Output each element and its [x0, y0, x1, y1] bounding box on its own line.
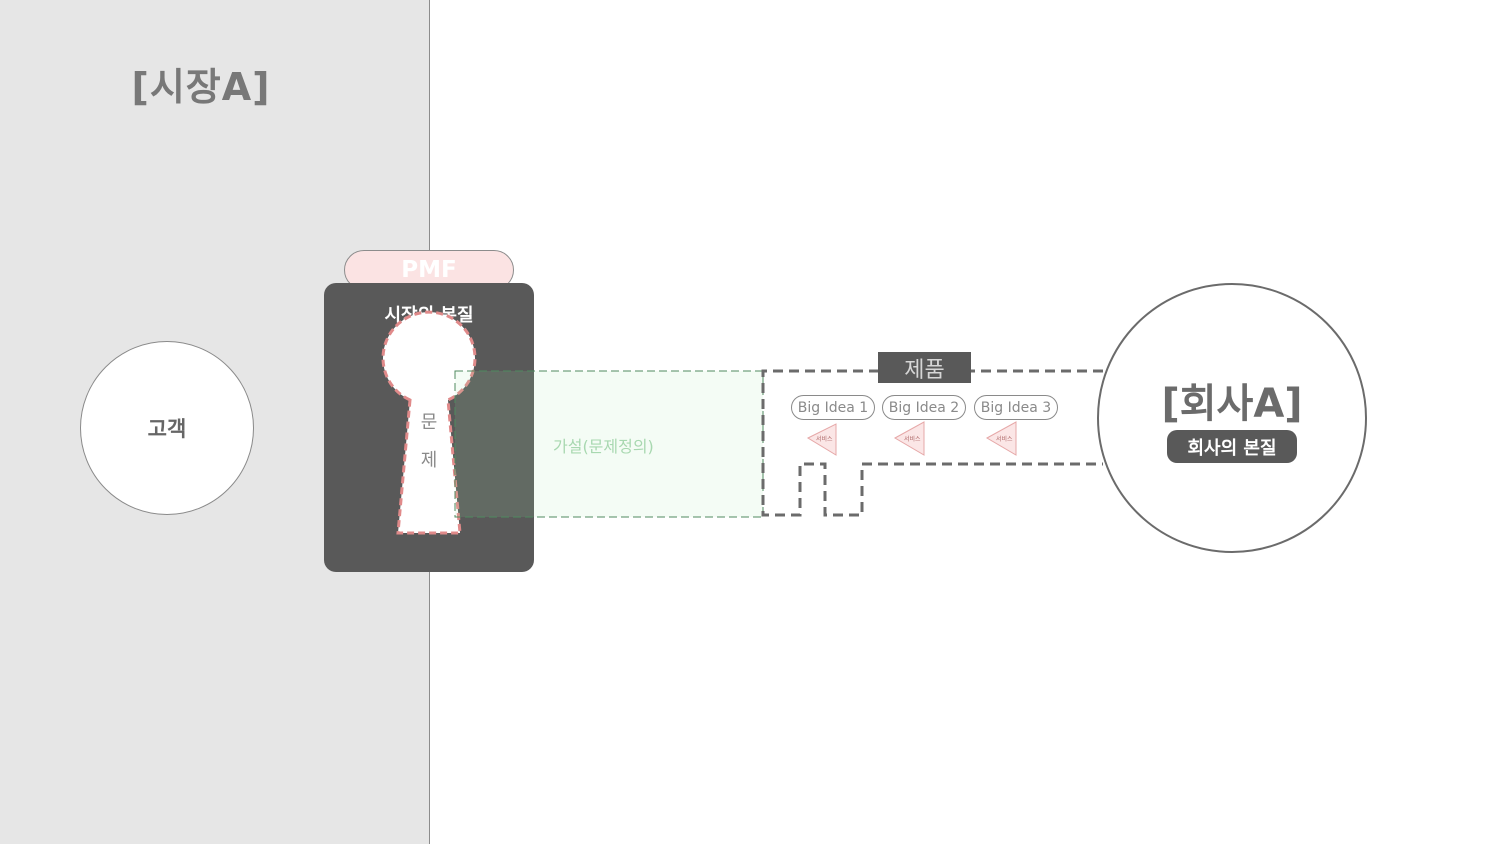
- product-tag: 제품: [878, 352, 971, 383]
- company-title: [회사A]: [1161, 381, 1303, 427]
- big-idea-pill: Big Idea 3: [974, 395, 1058, 420]
- service-pennant: [893, 421, 925, 456]
- service-label: 서비스: [816, 436, 833, 443]
- company-essence-badge: 회사의 본질: [1167, 430, 1297, 463]
- customer-circle: 고객: [80, 341, 254, 515]
- hypothesis-label: 가설(문제정의): [553, 437, 654, 456]
- service-label: 서비스: [904, 436, 921, 443]
- hypothesis-area: [454, 370, 764, 518]
- customer-label: 고객: [147, 417, 187, 441]
- big-idea-pill: Big Idea 2: [882, 395, 966, 420]
- big-idea-pill: Big Idea 1: [791, 395, 875, 420]
- service-pennant: [806, 423, 837, 456]
- service-label: 서비스: [996, 436, 1013, 443]
- service-pennant: [985, 421, 1017, 456]
- market-title: [시장A]: [131, 65, 271, 109]
- key-outline: [761, 369, 1103, 517]
- company-circle: [회사A] 회사의 본질: [1097, 283, 1367, 553]
- keyhole-shape: [381, 310, 477, 535]
- keyhole-char: 문: [420, 412, 438, 433]
- keyhole-char: 제: [420, 450, 438, 471]
